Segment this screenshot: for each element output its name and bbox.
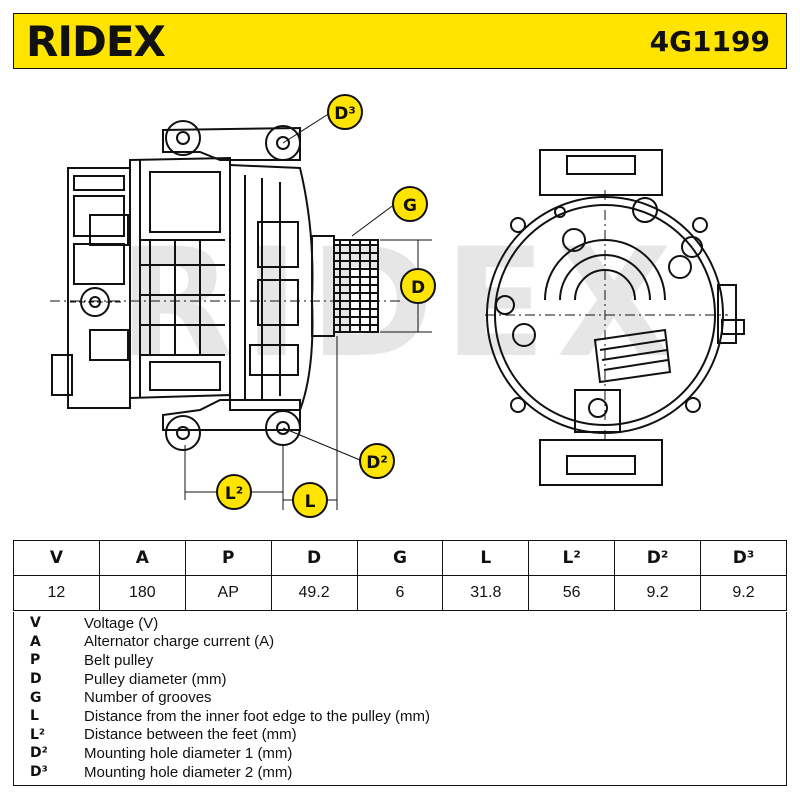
value-d3: 9.2 bbox=[700, 575, 787, 611]
legend-key: P bbox=[30, 652, 41, 669]
part-number: 4G1199 bbox=[649, 25, 770, 58]
callouts: D³ G D D² L² L bbox=[216, 94, 436, 518]
legend-item: D³ Mounting hole diameter 2 (mm) bbox=[14, 763, 786, 782]
legend-key: D bbox=[30, 671, 42, 688]
header-d: D bbox=[270, 540, 358, 576]
header-d2: D² bbox=[614, 540, 701, 576]
value-g: 6 bbox=[356, 575, 444, 611]
side-view bbox=[50, 112, 432, 510]
legend-key: D² bbox=[30, 745, 48, 762]
legend-item: D Pulley diameter (mm) bbox=[14, 670, 786, 689]
legend-item: L² Distance between the feet (mm) bbox=[14, 726, 786, 745]
legend-desc: Mounting hole diameter 1 (mm) bbox=[84, 744, 293, 762]
legend-desc: Belt pulley bbox=[84, 651, 154, 669]
svg-text:D²: D² bbox=[366, 453, 388, 473]
spec-header-row: V A P D G L L² D² D³ bbox=[13, 540, 787, 576]
legend-item: V Voltage (V) bbox=[14, 614, 786, 633]
legend-item: D² Mounting hole diameter 1 (mm) bbox=[14, 744, 786, 763]
svg-text:D³: D³ bbox=[334, 104, 356, 124]
legend-desc: Mounting hole diameter 2 (mm) bbox=[84, 763, 293, 781]
header-a: A bbox=[98, 540, 186, 576]
svg-text:L: L bbox=[305, 492, 316, 512]
legend-desc: Number of grooves bbox=[84, 689, 212, 707]
callout-l: L bbox=[292, 482, 328, 518]
header-v: V bbox=[13, 540, 100, 576]
legend-key: A bbox=[30, 633, 41, 650]
legend-desc: Pulley diameter (mm) bbox=[84, 670, 227, 688]
header-p: P bbox=[184, 540, 272, 576]
value-a: 180 bbox=[98, 575, 186, 611]
callout-d3: D³ bbox=[327, 94, 363, 130]
header-l: L bbox=[442, 540, 530, 576]
value-d: 49.2 bbox=[270, 575, 358, 611]
callout-d2: D² bbox=[359, 443, 395, 479]
rear-view bbox=[485, 149, 745, 486]
alternator-drawing: RIDEX bbox=[50, 94, 745, 518]
header-g: G bbox=[356, 540, 444, 576]
legend-desc: Distance between the feet (mm) bbox=[84, 726, 297, 744]
value-l: 31.8 bbox=[442, 575, 530, 611]
spec-table: V A P D G L L² D² D³ 12 180 AP 49.2 6 31… bbox=[13, 540, 787, 611]
legend-item: L Distance from the inner foot edge to th… bbox=[14, 707, 786, 726]
value-p: AP bbox=[184, 575, 272, 611]
value-d2: 9.2 bbox=[614, 575, 701, 611]
legend: V Voltage (V) A Alternator charge current … bbox=[13, 612, 787, 786]
legend-key: L bbox=[30, 708, 39, 725]
legend-desc: Distance from the inner foot edge to the… bbox=[84, 707, 430, 725]
svg-text:L²: L² bbox=[225, 484, 243, 504]
legend-item: P Belt pulley bbox=[14, 651, 786, 670]
legend-desc: Alternator charge current (A) bbox=[84, 633, 275, 651]
callout-l2: L² bbox=[216, 474, 252, 510]
header-l2: L² bbox=[528, 540, 616, 576]
callout-d: D bbox=[400, 268, 436, 304]
legend-key: V bbox=[30, 615, 41, 632]
header-bar: RIDEX 4G1199 bbox=[13, 13, 787, 69]
legend-key: D³ bbox=[30, 764, 48, 781]
legend-item: G Number of grooves bbox=[14, 688, 786, 707]
legend-desc: Voltage (V) bbox=[84, 614, 159, 632]
spec-value-row: 12 180 AP 49.2 6 31.8 56 9.2 9.2 bbox=[13, 575, 787, 611]
value-l2: 56 bbox=[528, 575, 616, 611]
legend-item: A Alternator charge current (A) bbox=[14, 633, 786, 652]
svg-text:G: G bbox=[403, 196, 417, 216]
svg-text:D: D bbox=[411, 278, 425, 298]
value-v: 12 bbox=[13, 575, 100, 611]
legend-key: G bbox=[30, 689, 42, 706]
brand-logo: RIDEX bbox=[26, 17, 166, 66]
callout-g: G bbox=[392, 186, 428, 222]
legend-key: L² bbox=[30, 726, 46, 743]
header-d3: D³ bbox=[700, 540, 787, 576]
